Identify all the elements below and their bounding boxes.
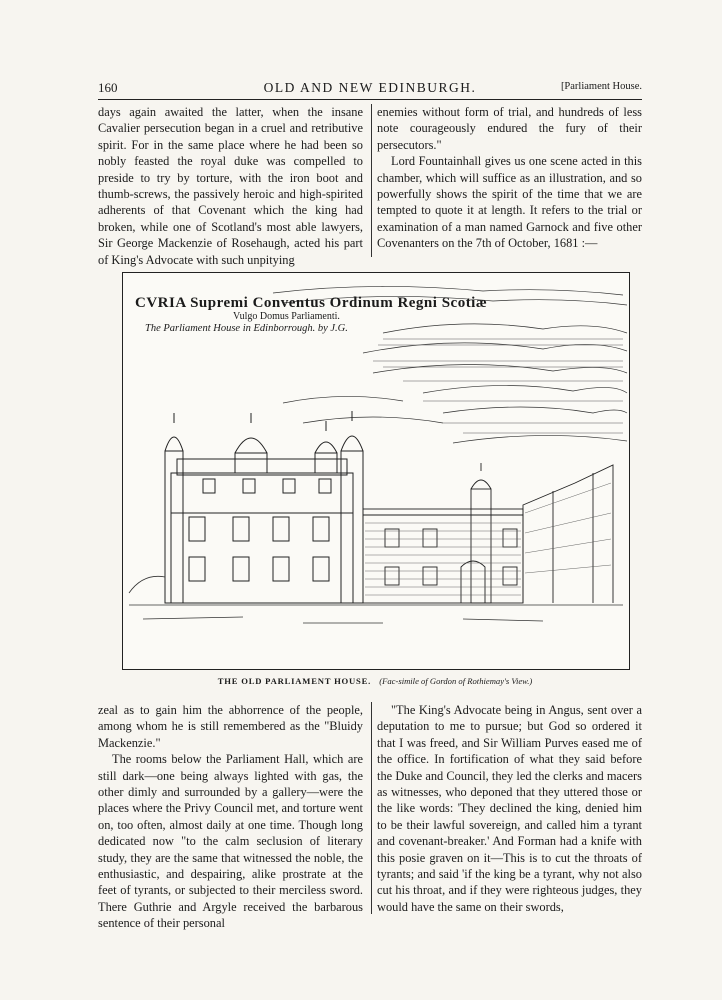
page-number: 160: [98, 80, 118, 95]
top-left-column: days again awaited the latter, when the …: [98, 104, 363, 268]
paragraph: enemies without form of trial, and hundr…: [377, 105, 642, 152]
engraving-subtitle-english: The Parliament House in Edinborrough. by…: [145, 323, 348, 334]
caption-credit: (Fac-simile of Gordon of Rothiemay's Vie…: [379, 676, 533, 686]
paragraph: Lord Fountainhall gives us one scene act…: [377, 154, 642, 251]
paragraph: zeal as to gain him the abhorrence of th…: [98, 703, 363, 750]
column-divider: [371, 702, 372, 914]
paragraph: days again awaited the latter, when the …: [98, 105, 363, 267]
bottom-right-column: "The King's Advocate being in Angus, sen…: [377, 702, 642, 915]
parliament-house-illustration: [128, 286, 628, 624]
caption-title: THE OLD PARLIAMENT HOUSE.: [217, 676, 372, 686]
engraving-title: CVRIA Supremi Conventus Ordinum Regni Sc…: [135, 295, 488, 311]
paragraph: "The King's Advocate being in Angus, sen…: [377, 703, 642, 914]
running-header: 160 OLD AND NEW EDINBURGH. [Parliament H…: [98, 80, 642, 96]
column-divider: [371, 104, 372, 257]
bottom-left-column: zeal as to gain him the abhorrence of th…: [98, 702, 363, 932]
figure-caption: THE OLD PARLIAMENT HOUSE. (Fac-simile of…: [122, 676, 628, 686]
section-tag: [Parliament House.: [560, 81, 642, 92]
engraving-subtitle: Vulgo Domus Parliamenti.: [233, 311, 340, 322]
engraving-figure: CVRIA Supremi Conventus Ordinum Regni Sc…: [122, 272, 630, 670]
running-title: OLD AND NEW EDINBURGH.: [263, 80, 477, 95]
paragraph: The rooms below the Parliament Hall, whi…: [98, 752, 363, 931]
header-rule: [98, 99, 642, 100]
top-right-column: enemies without form of trial, and hundr…: [377, 104, 642, 252]
